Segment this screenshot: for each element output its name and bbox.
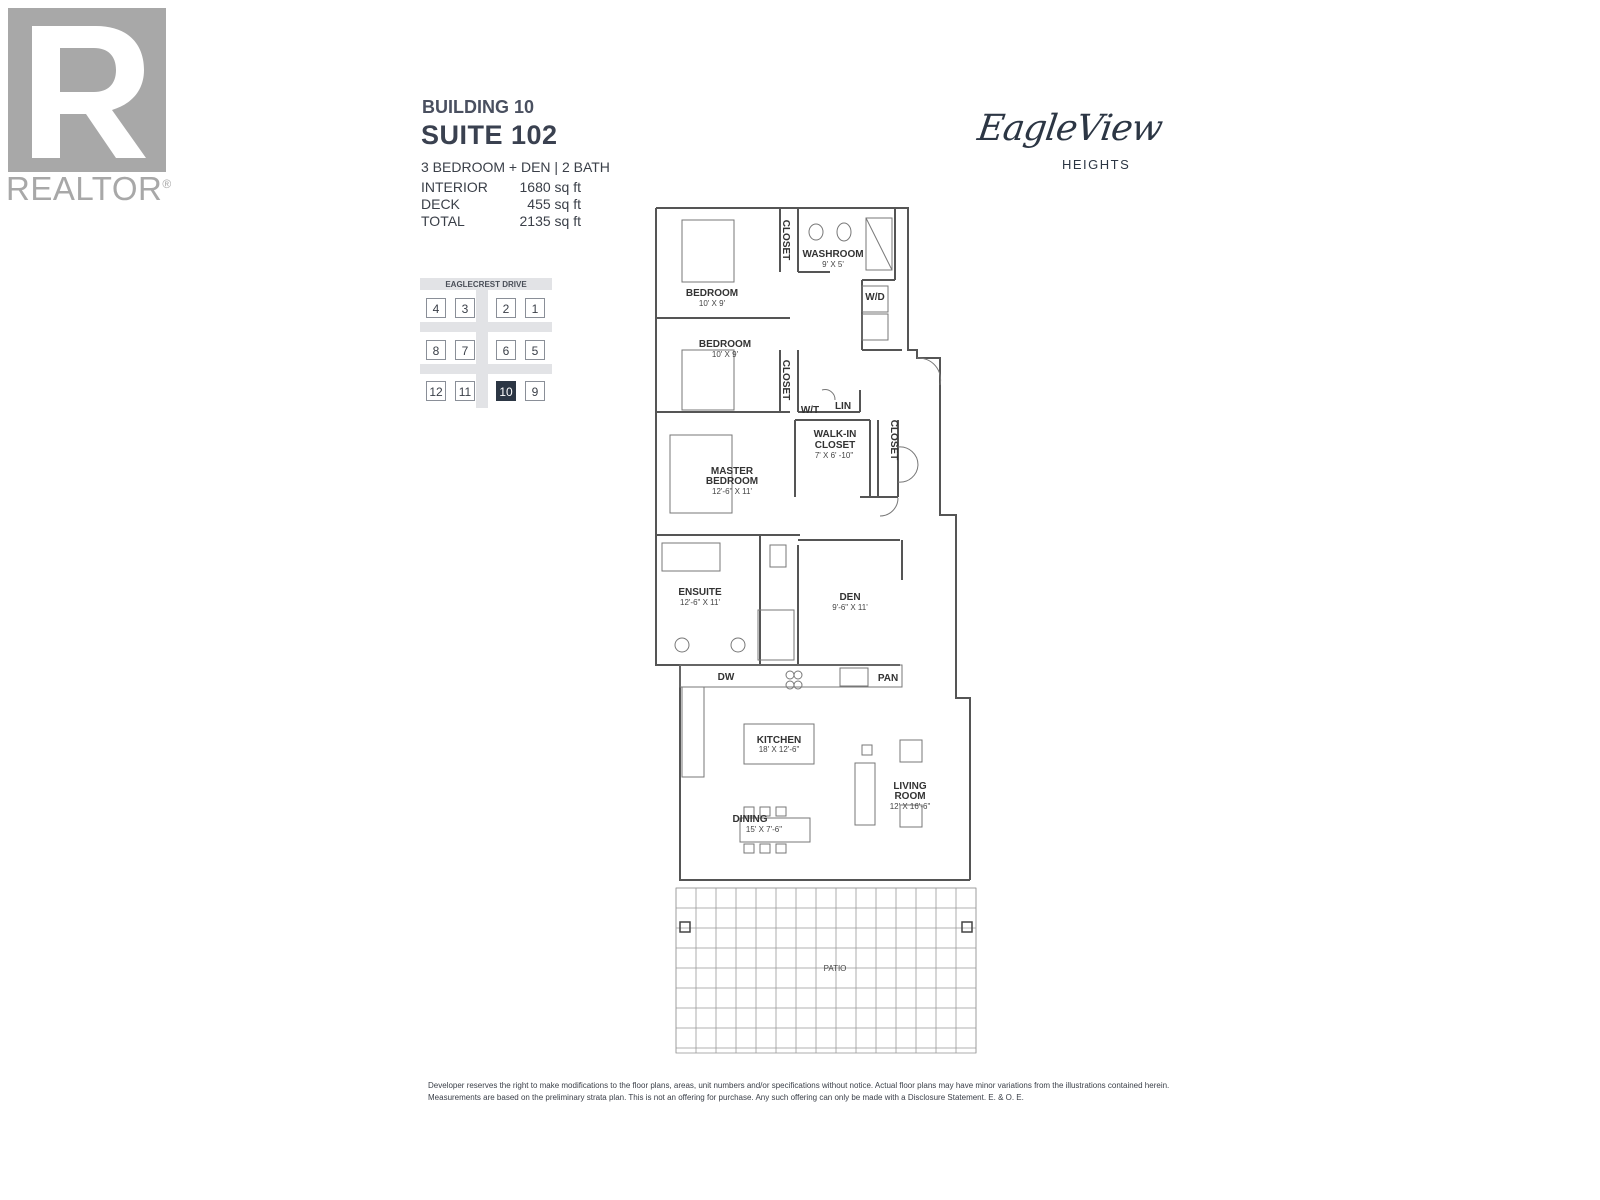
- room-label: DEN: [839, 592, 860, 603]
- room-label: DW: [718, 672, 735, 683]
- key-plan-unit: 1: [525, 298, 545, 318]
- disclaimer-line: Measurements are based on the preliminar…: [428, 1093, 1024, 1102]
- room-dimension: 18' X 12'-6": [759, 745, 800, 754]
- key-plan-unit: 2: [496, 298, 516, 318]
- key-plan-unit: 3: [455, 298, 475, 318]
- room-dimension: 9'-6" X 11': [832, 603, 868, 612]
- room-dimension: 10' X 9': [699, 299, 726, 308]
- room-label: CLOSET: [780, 360, 791, 401]
- area-value: 455 sq ft: [527, 196, 581, 212]
- key-plan-unit: 5: [525, 340, 545, 360]
- building-number: BUILDING 10: [422, 97, 535, 117]
- exterior-wall: [655, 208, 970, 881]
- area-row-deck: DECK 455 sq ft: [421, 196, 581, 212]
- key-plan-unit: 9: [525, 381, 545, 401]
- room-label: DINING: [733, 814, 768, 825]
- room-label: W/T: [801, 405, 819, 416]
- room-label: W/D: [865, 292, 884, 303]
- room-label: PAN: [878, 673, 898, 684]
- room-label: BEDROOM: [686, 288, 738, 299]
- room-dimension: 15' X 7'-6": [746, 825, 782, 834]
- area-label: TOTAL: [421, 213, 465, 229]
- key-plan-map: [420, 278, 552, 408]
- room-label: BEDROOM: [706, 476, 758, 487]
- key-plan-unit-active: 10: [496, 381, 516, 401]
- room-label: BEDROOM: [699, 339, 751, 350]
- room-label: ENSUITE: [678, 587, 722, 598]
- room-label: WASHROOM: [802, 249, 863, 260]
- realtor-wordmark: REALTOR®: [6, 170, 172, 207]
- key-plan-unit: 4: [426, 298, 446, 318]
- room-label: LIN: [835, 401, 851, 412]
- eagleview-logo: EagleView: [975, 108, 1165, 149]
- area-row-total: TOTAL 2135 sq ft: [421, 213, 581, 229]
- key-plan-unit: 8: [426, 340, 446, 360]
- area-value: 2135 sq ft: [519, 213, 582, 229]
- room-dimension: 12'-6" X 11': [712, 487, 752, 496]
- key-plan-street-label: EAGLECREST DRIVE: [445, 280, 527, 289]
- area-label: DECK: [421, 196, 460, 212]
- room-dimension: 10' X 9': [712, 350, 739, 359]
- suite-title: SUITE 102: [421, 120, 558, 150]
- room-label: LIVING: [893, 781, 927, 792]
- room-label: CLOSET: [888, 420, 899, 461]
- room-label: MASTER: [711, 466, 754, 477]
- key-plan-unit: 11: [455, 381, 475, 401]
- realtor-logo-icon: [8, 8, 166, 172]
- area-row-interior: INTERIOR 1680 sq ft: [421, 179, 581, 195]
- area-value: 1680 sq ft: [519, 179, 582, 195]
- room-label: CLOSET: [815, 440, 856, 451]
- room-dimension: 9' X 5': [822, 260, 844, 269]
- room-dimension: 12'-6" X 11': [680, 598, 720, 607]
- floor-plan-drawing: BEDROOM 10' X 9' BEDROOM 10' X 9' CLOSET…: [655, 207, 977, 1054]
- patio-grid: [675, 887, 977, 1054]
- unit-configuration: 3 BEDROOM + DEN | 2 BATH: [421, 159, 610, 175]
- room-label: KITCHEN: [757, 735, 801, 746]
- disclaimer-line: Developer reserves the right to make mod…: [428, 1081, 1170, 1090]
- exterior-wall: [656, 207, 971, 880]
- room-label: CLOSET: [780, 220, 791, 261]
- key-plan-unit: 7: [455, 340, 475, 360]
- area-label: INTERIOR: [421, 179, 488, 195]
- key-plan-unit: 6: [496, 340, 516, 360]
- room-label: ROOM: [894, 791, 925, 802]
- room-dimension: 7' X 6' -10": [815, 451, 854, 460]
- room-label: WALK-IN: [814, 429, 857, 440]
- eagleview-logo-subtitle: HEIGHTS: [1062, 157, 1131, 172]
- room-label: PATIO: [824, 964, 847, 973]
- key-plan-unit: 12: [426, 381, 446, 401]
- room-dimension: 12' X 16'-6": [890, 802, 931, 811]
